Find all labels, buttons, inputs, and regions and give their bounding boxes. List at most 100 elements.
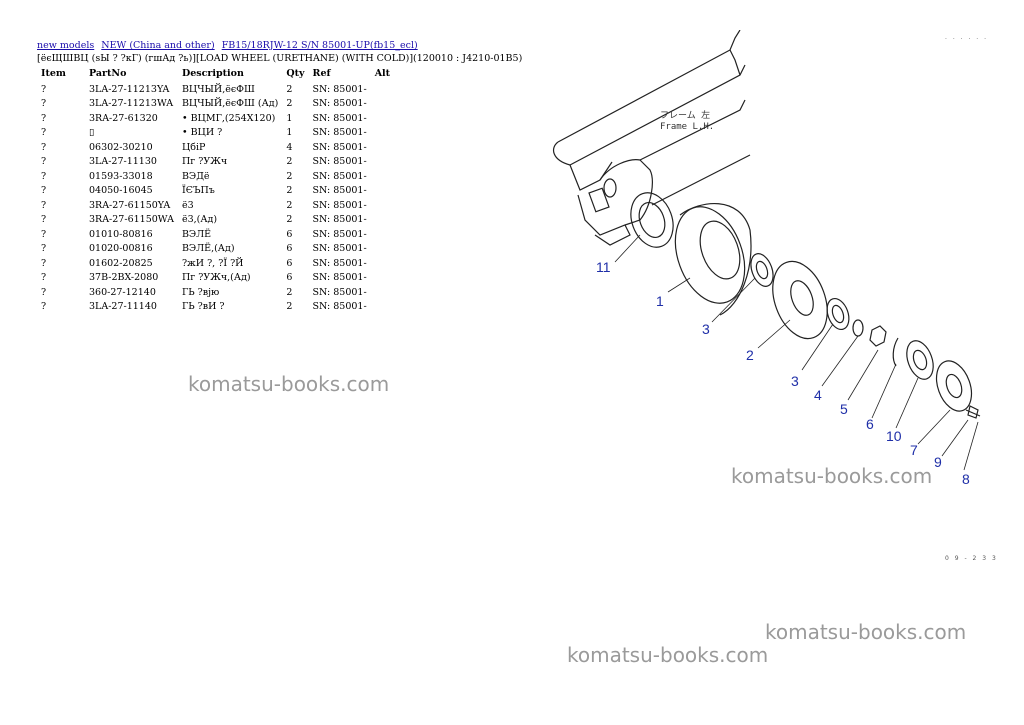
callout-9: 9 — [934, 454, 942, 470]
cell-description: Пг ?УЖч,(Ад) — [181, 272, 251, 284]
cell-item: ? — [41, 156, 47, 168]
cell-description: ГЬ ?вИ ? — [181, 301, 225, 313]
table-row: ? 3LA-27-11130 Пг ?УЖч 2 SN: 85001- — [37, 155, 394, 170]
cell-description: ВЦЧЫЙ,ёєФШ — [181, 83, 255, 95]
cell-partno: 01602-20825 — [89, 257, 153, 269]
cell-ref: SN: 85001- — [312, 199, 367, 211]
cell-description: • ВЦМГ,(254X120) — [181, 112, 276, 124]
cell-item: ? — [41, 272, 47, 284]
parts-drawing — [603, 178, 981, 419]
breadcrumb-link-region[interactable]: NEW (China and other) — [101, 40, 215, 51]
watermark-2: komatsu-books.com — [731, 464, 933, 488]
cell-partno: 3LA-27-11140 — [89, 301, 157, 313]
cell-item: ? — [41, 199, 47, 211]
cell-alt — [371, 169, 394, 184]
callout-4: 4 — [814, 387, 822, 403]
cell-partno: 04050-16045 — [89, 185, 153, 197]
cell-description: Пг ?УЖч — [181, 156, 228, 168]
cell-ref: SN: 85001- — [312, 257, 367, 269]
cell-qty: 2 — [286, 83, 293, 95]
cell-qty: 2 — [286, 98, 293, 110]
cell-alt — [371, 126, 394, 141]
cell-item: ? — [41, 243, 47, 255]
cell-alt — [371, 97, 394, 112]
cell-alt — [371, 285, 394, 300]
watermark-4: komatsu-books.com — [567, 643, 769, 667]
cell-qty: 2 — [286, 301, 293, 313]
cell-ref: SN: 85001- — [312, 141, 367, 153]
cell-ref: SN: 85001- — [312, 112, 367, 124]
callout-1: 1 — [656, 293, 664, 309]
corner-mark-top: . . . . . . — [945, 34, 988, 41]
cell-qty: 2 — [286, 185, 293, 197]
cell-item: ? — [41, 257, 47, 269]
watermark-1: komatsu-books.com — [188, 372, 390, 396]
cell-item: ? — [41, 112, 47, 124]
cell-ref: SN: 85001- — [312, 83, 367, 95]
cell-qty: 1 — [286, 112, 293, 124]
breadcrumb: new models NEW (China and other) FB15/18… — [37, 40, 422, 51]
cell-alt — [371, 82, 394, 97]
cell-qty: 2 — [286, 156, 293, 168]
cell-description: ВЭЛЁ,(Ад) — [181, 243, 235, 255]
cell-qty: 2 — [286, 199, 293, 211]
col-header-partno: PartNo — [89, 67, 127, 79]
callout-7: 7 — [910, 442, 918, 458]
cell-item: ? — [41, 127, 47, 139]
cell-partno: ▯ — [89, 127, 95, 139]
exploded-parts-diagram: フレーム 左 Frame L.H. 1 — [552, 30, 981, 487]
cell-qty: 6 — [286, 243, 293, 255]
cell-description: ГЬ ?вјю — [181, 286, 220, 298]
cell-ref: SN: 85001- — [312, 98, 367, 110]
cell-alt — [371, 184, 394, 199]
col-header-ref: Ref — [312, 67, 331, 79]
callout-3b: 3 — [791, 373, 799, 389]
cell-partno: 3RA-27-61150WA — [89, 214, 174, 226]
cell-partno: 3LA-27-11130 — [89, 156, 157, 168]
leader-lines — [614, 234, 979, 471]
breadcrumb-link-new-models[interactable]: new models — [37, 40, 95, 51]
col-header-item: Item — [41, 67, 66, 79]
cell-item: ? — [41, 170, 47, 182]
cell-item: ? — [41, 141, 47, 153]
cell-ref: SN: 85001- — [312, 127, 367, 139]
cell-partno: 3LA-27-11213WA — [89, 98, 174, 110]
cell-alt — [371, 198, 394, 213]
col-header-alt: Alt — [374, 67, 391, 79]
cell-ref: SN: 85001- — [312, 156, 367, 168]
cell-alt — [371, 111, 394, 126]
cell-qty: 6 — [286, 272, 293, 284]
col-header-description: Description — [181, 67, 244, 79]
cell-qty: 2 — [286, 214, 293, 226]
callout-8: 8 — [962, 471, 970, 487]
cell-alt — [371, 242, 394, 257]
breadcrumb-link-model[interactable]: FB15/18RJW-12 S/N 85001-UP(fb15_ecl) — [221, 40, 418, 51]
cell-item: ? — [41, 301, 47, 313]
cell-description: ВЭЛЁ — [181, 228, 212, 240]
cell-description: ВЦЧЫЙ,ёєФШ (Ад) — [181, 98, 279, 110]
cell-qty: 6 — [286, 228, 293, 240]
callout-2: 2 — [746, 347, 754, 363]
frame-drawing — [552, 30, 751, 246]
cell-partno: 37B-2BX-2080 — [89, 272, 159, 284]
cell-alt — [371, 155, 394, 170]
callout-11: 11 — [596, 259, 611, 275]
callout-3a: 3 — [702, 321, 710, 337]
corner-mark-bottom: 0 9 - 2 3 3 — [945, 555, 998, 562]
cell-item: ? — [41, 228, 47, 240]
cell-description: ВЭДё — [181, 170, 210, 182]
cell-description: ЦбіР — [181, 141, 206, 153]
cell-partno: 01020-00816 — [89, 243, 153, 255]
cell-description: • ВЦИ ? — [181, 127, 223, 139]
cell-ref: SN: 85001- — [312, 170, 367, 182]
cell-ref: SN: 85001- — [312, 185, 367, 197]
